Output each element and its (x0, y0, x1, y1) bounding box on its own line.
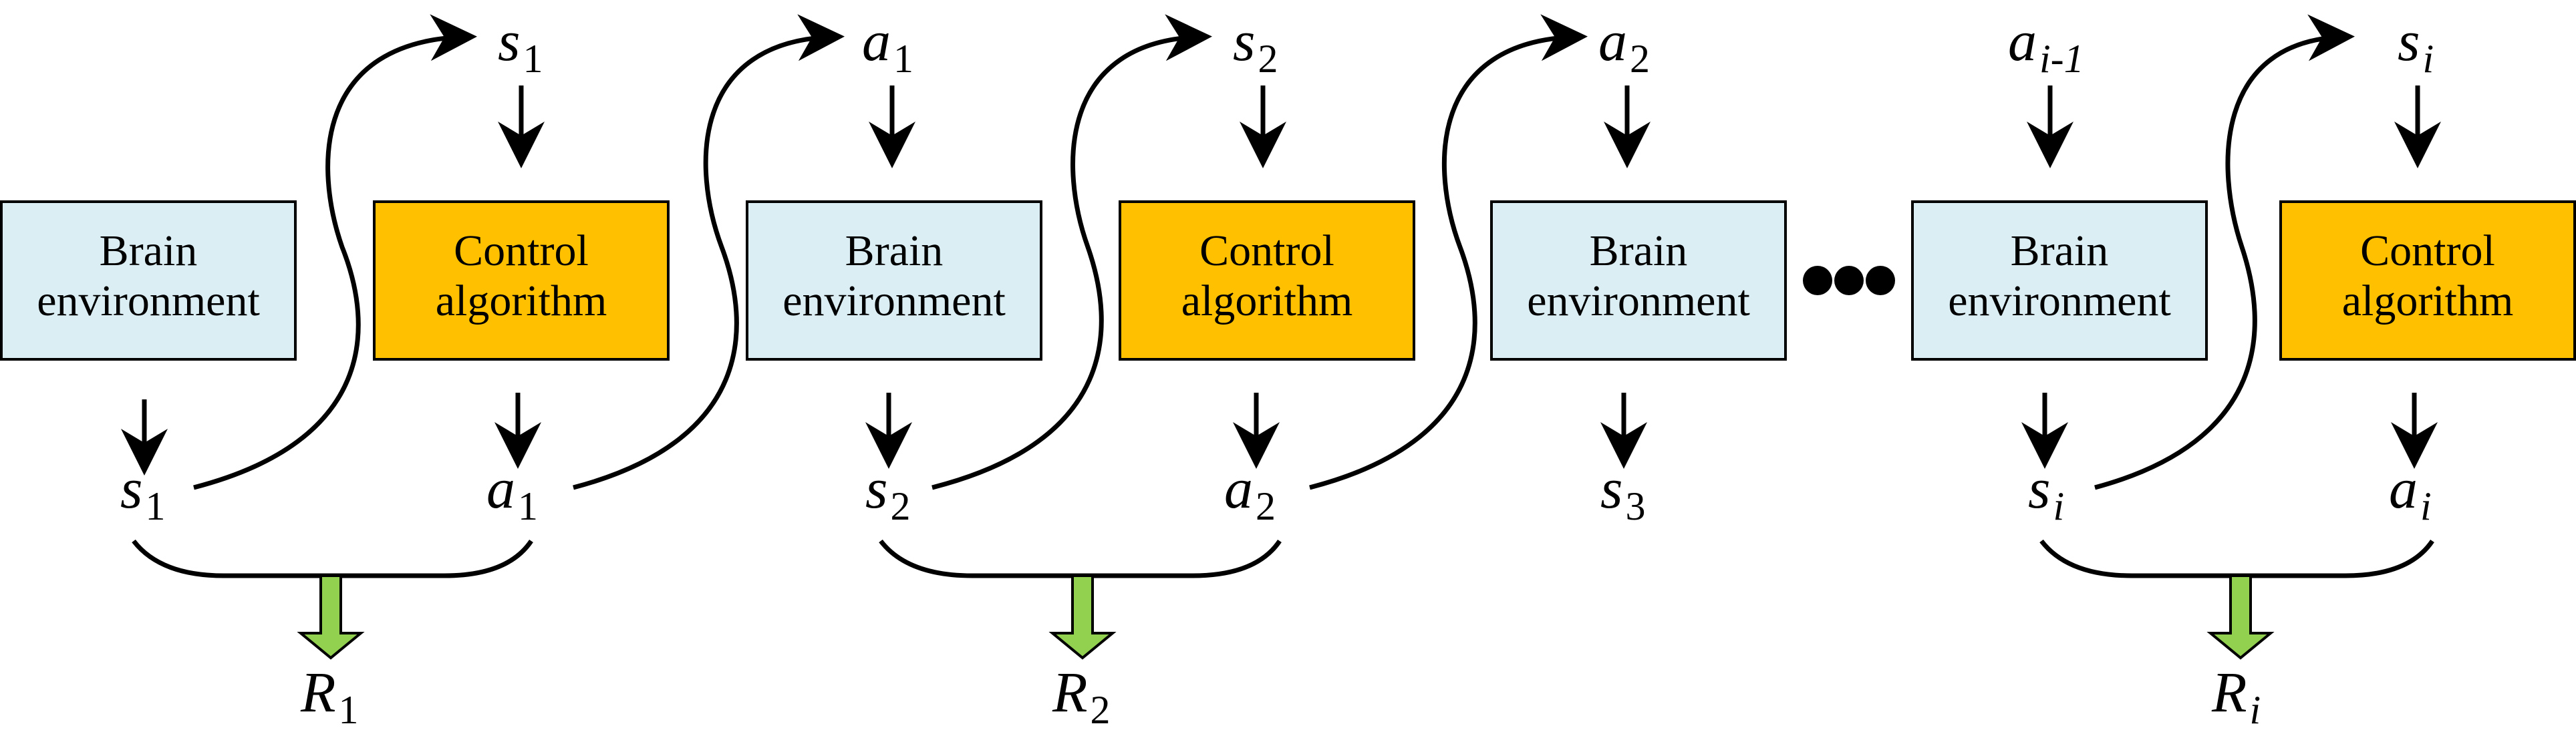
bottom-label-si: si (2028, 456, 2064, 528)
box-label-line1: Control (454, 226, 589, 275)
bottom-labels: s1 a1 s2 a2 s3 si ai (120, 456, 2432, 528)
box-label-line1: Brain (845, 226, 944, 275)
top-label-a1: a1 (862, 9, 913, 81)
curve-a2 (1309, 14, 1588, 490)
bottom-down-arrows (121, 393, 2438, 476)
box-label-line2: algorithm (2342, 276, 2514, 325)
bottom-label-s1: s1 (120, 456, 165, 528)
bracket-2 (879, 539, 1282, 578)
box-control-algorithm-1: Control algorithm (373, 200, 670, 361)
top-label-a2: a2 (1598, 9, 1650, 81)
box-brain-environment-3: Brain environment (1490, 200, 1787, 361)
box-label-line1: Brain (100, 226, 198, 275)
curve-si (2094, 14, 2355, 490)
bottom-label-a2: a2 (1224, 456, 1276, 528)
curve-s2 (932, 14, 1212, 490)
bottom-label-a1: a1 (486, 456, 538, 528)
reward-arrow-i (2206, 574, 2275, 660)
curve-a1 (573, 14, 845, 490)
box-brain-environment-1: Brain environment (0, 200, 297, 361)
box-label-line1: Control (2360, 226, 2495, 275)
feedback-curves (193, 14, 2355, 490)
top-labels: s1 a1 s2 a2 ai-1 si (498, 9, 2434, 81)
bottom-label-s2: s2 (865, 456, 910, 528)
curve-s1 (193, 14, 477, 490)
reward-label-ri: Ri (2211, 660, 2261, 732)
box-label-line2: environment (782, 276, 1006, 325)
reward-label-r1: R1 (300, 660, 359, 732)
reward-arrow-2 (1048, 574, 1117, 660)
bracket-1 (132, 539, 533, 578)
box-label-line1: Brain (1590, 226, 1688, 275)
reward-labels: R1 R2 Ri (300, 660, 2261, 732)
box-label-line2: environment (37, 276, 260, 325)
box-label-line2: environment (1948, 276, 2171, 325)
reward-arrow-1 (297, 574, 365, 660)
box-label-line2: algorithm (1181, 276, 1353, 325)
reward-arrows (297, 574, 2275, 660)
reward-label-r2: R2 (1052, 660, 1111, 732)
bottom-label-s3: s3 (1600, 456, 1645, 528)
box-label-line1: Control (1199, 226, 1334, 275)
box-brain-environment-i: Brain environment (1911, 200, 2208, 361)
box-label-line2: algorithm (436, 276, 607, 325)
ellipsis-dots (1803, 266, 1895, 295)
top-down-arrows (498, 85, 2441, 168)
top-label-s1: s1 (498, 9, 543, 81)
box-control-algorithm-2: Control algorithm (1119, 200, 1415, 361)
box-control-algorithm-i: Control algorithm (2279, 200, 2576, 361)
reward-brackets (132, 539, 2434, 578)
top-label-ai-1: ai-1 (2008, 9, 2084, 81)
bottom-label-ai: ai (2389, 456, 2432, 528)
top-label-s2: s2 (1233, 9, 1278, 81)
bracket-i (2039, 539, 2434, 578)
box-brain-environment-2: Brain environment (746, 200, 1042, 361)
box-label-line2: environment (1527, 276, 1750, 325)
box-label-line1: Brain (2011, 226, 2109, 275)
top-label-si: si (2398, 9, 2434, 81)
